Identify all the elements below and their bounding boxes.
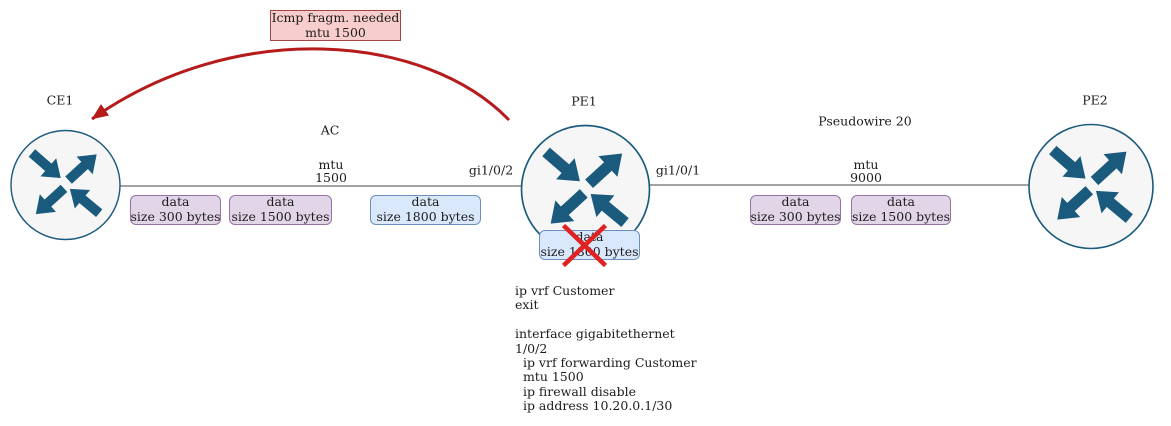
pe1-interface-gi101-label: gi1/0/1 (655, 162, 701, 178)
icmp-notice-box: Icmp fragm. needed mtu 1500 (270, 10, 401, 41)
pe1-config-text: ip vrf Customer exit interface gigabitet… (515, 283, 697, 414)
ac-link-name: AC (320, 122, 340, 138)
ac-link-mtu-word: mtu (318, 157, 344, 172)
packet-dropped-1800-line2: size 1800 bytes (540, 244, 639, 259)
packet-pw-1500-line2: size 1500 bytes (851, 209, 951, 224)
packet-ac-1800: data size 1800 bytes (370, 195, 481, 225)
router-pe2-icon (1029, 125, 1153, 249)
icmp-notice-line1: Icmp fragm. needed (271, 10, 400, 26)
icmp-arrow (91, 47, 511, 122)
packet-dropped-1800-line1: data (575, 229, 604, 245)
icmp-notice-line2: mtu 1500 (305, 24, 366, 40)
packet-ac-1800-line1: data (411, 194, 440, 210)
packet-pw-1500-line1: data (887, 194, 915, 210)
packet-ac-300-line1: data (161, 194, 190, 210)
packet-ac-1800-line2: size 1800 bytes (376, 209, 475, 224)
packet-ac-1500: data size 1500 bytes (229, 195, 332, 225)
ac-link-mtu: mtu 1500 (315, 158, 347, 184)
packet-pw-300-line1: data (781, 194, 810, 210)
pe1-interface-gi102-label: gi1/0/2 (468, 162, 514, 178)
packet-dropped-1800: data size 1800 bytes (539, 230, 640, 260)
packet-ac-300-line2: size 300 bytes (130, 209, 221, 224)
router-ce1-icon (11, 131, 120, 240)
router-label-ce1: CE1 (46, 92, 74, 108)
pseudowire-link-name: Pseudowire 20 (818, 113, 912, 129)
pseudowire-link-mtu-word: mtu (853, 157, 879, 172)
pseudowire-link-mtu: mtu 9000 (850, 158, 882, 184)
ac-link-mtu-value: 1500 (315, 170, 347, 185)
packet-pw-1500: data size 1500 bytes (851, 195, 951, 225)
packet-ac-1500-line1: data (266, 194, 295, 210)
packet-pw-300: data size 300 bytes (750, 195, 841, 225)
packet-ac-1500-line2: size 1500 bytes (231, 209, 330, 224)
packet-pw-300-line2: size 300 bytes (750, 209, 841, 224)
router-label-pe1: PE1 (571, 93, 597, 109)
router-label-pe2: PE2 (1082, 92, 1108, 108)
packet-ac-300: data size 300 bytes (130, 195, 221, 225)
pseudowire-link-mtu-value: 9000 (850, 170, 882, 185)
